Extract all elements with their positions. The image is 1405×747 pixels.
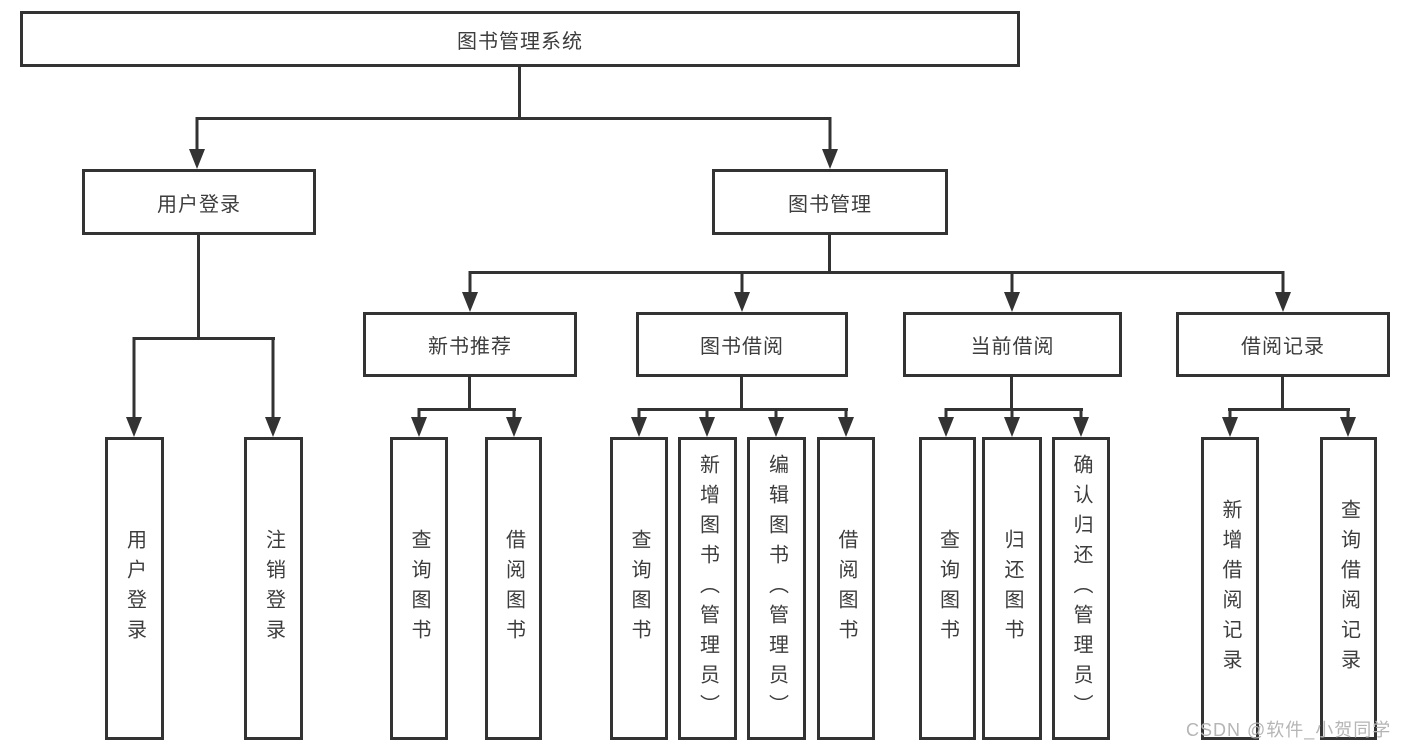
- node-library-system: 图书管理系统: [20, 11, 1020, 67]
- node-book-mgmt: 图书管理: [712, 169, 948, 235]
- arrow-br-query: [1340, 408, 1356, 437]
- csdn-watermark: CSDN @软件_小贺同学: [1186, 720, 1392, 740]
- leaf-bb-query-books-label: 查询图书: [628, 528, 650, 649]
- leaf-rec-query-books: 查询图书: [390, 437, 448, 740]
- arrow-rec-query: [411, 408, 427, 437]
- connector-book-mgmt-stub: [828, 235, 831, 273]
- node-borrow-records-label: 借阅记录: [1241, 336, 1325, 358]
- node-book-borrow: 图书借阅: [636, 312, 848, 377]
- leaf-logout-label: 注销登录: [262, 528, 285, 649]
- arrow-rec-borrow: [506, 408, 522, 437]
- leaf-user-login-label: 用户登录: [123, 528, 146, 649]
- connector-user-login-split: [133, 337, 275, 340]
- connector-user-login-stub: [197, 235, 200, 339]
- node-borrow-records: 借阅记录: [1176, 312, 1390, 377]
- connector-borrow-records-split: [1228, 408, 1350, 411]
- arrow-bb-borrow: [838, 408, 854, 437]
- leaf-bb-query-books: 查询图书: [610, 437, 668, 740]
- node-library-system-label: 图书管理系统: [457, 30, 583, 53]
- leaf-rec-borrow-books: 借阅图书: [485, 437, 542, 740]
- leaf-br-query-record-label: 查询借阅记录: [1337, 498, 1360, 679]
- arrow-bb-edit: [768, 408, 784, 437]
- leaf-cb-confirm-return: 确认归还（管理员）: [1052, 437, 1110, 740]
- node-user-login: 用户登录: [82, 169, 316, 235]
- connector-book-borrow-stub: [740, 377, 743, 410]
- connector-root-split: [197, 117, 831, 120]
- arrow-to-borrow-records: [1275, 271, 1291, 312]
- connector-new-book-rec-stub: [468, 377, 471, 410]
- arrow-cb-return: [1004, 408, 1020, 437]
- leaf-cb-return-books-label: 归还图书: [1001, 528, 1023, 649]
- connector-book-mgmt-split: [470, 271, 1284, 274]
- arrow-br-add: [1222, 408, 1238, 437]
- arrow-to-user-login: [189, 117, 205, 169]
- leaf-user-login: 用户登录: [105, 437, 164, 740]
- node-current-borrow: 当前借阅: [903, 312, 1122, 377]
- arrow-to-new-book-rec: [462, 271, 478, 312]
- leaf-bb-add-books: 新增图书（管理员）: [678, 437, 737, 740]
- connector-current-borrow-stub: [1010, 377, 1013, 410]
- connector-new-book-rec-split: [418, 408, 516, 411]
- leaf-rec-query-books-label: 查询图书: [408, 528, 430, 649]
- leaf-bb-edit-books: 编辑图书（管理员）: [747, 437, 806, 740]
- arrow-bb-add: [699, 408, 715, 437]
- node-new-book-rec: 新书推荐: [363, 312, 577, 377]
- node-user-login-label: 用户登录: [157, 193, 241, 216]
- leaf-br-add-record-label: 新增借阅记录: [1219, 498, 1241, 679]
- leaf-br-query-record: 查询借阅记录: [1320, 437, 1377, 740]
- node-book-mgmt-label: 图书管理: [788, 193, 872, 216]
- node-new-book-rec-label: 新书推荐: [428, 336, 512, 358]
- arrow-to-current-borrow: [1004, 271, 1020, 312]
- leaf-br-add-record: 新增借阅记录: [1201, 437, 1259, 740]
- leaf-rec-borrow-books-label: 借阅图书: [502, 528, 525, 649]
- leaf-cb-query-books-label: 查询图书: [936, 528, 959, 649]
- leaf-bb-borrow-books: 借阅图书: [817, 437, 875, 740]
- arrow-to-leaf-logout: [265, 337, 281, 437]
- node-book-borrow-label: 图书借阅: [700, 336, 784, 358]
- leaf-bb-add-books-label: 新增图书（管理员）: [696, 453, 719, 724]
- arrow-bb-query: [631, 408, 647, 437]
- node-current-borrow-label: 当前借阅: [970, 336, 1055, 358]
- arrow-cb-query: [938, 408, 954, 437]
- arrow-to-book-mgmt: [822, 117, 838, 169]
- leaf-cb-query-books: 查询图书: [919, 437, 976, 740]
- arrow-to-book-borrow: [734, 271, 750, 312]
- connector-root-stub: [518, 67, 521, 119]
- leaf-bb-borrow-books-label: 借阅图书: [835, 528, 857, 649]
- connector-book-borrow-split: [638, 408, 848, 411]
- leaf-bb-edit-books-label: 编辑图书（管理员）: [765, 453, 788, 724]
- leaf-logout: 注销登录: [244, 437, 303, 740]
- leaf-cb-return-books: 归还图书: [982, 437, 1042, 740]
- leaf-cb-confirm-return-label: 确认归还（管理员）: [1070, 453, 1092, 724]
- connector-borrow-records-stub: [1281, 377, 1284, 410]
- arrow-cb-confirm: [1073, 408, 1089, 437]
- arrow-to-leaf-login: [126, 337, 142, 437]
